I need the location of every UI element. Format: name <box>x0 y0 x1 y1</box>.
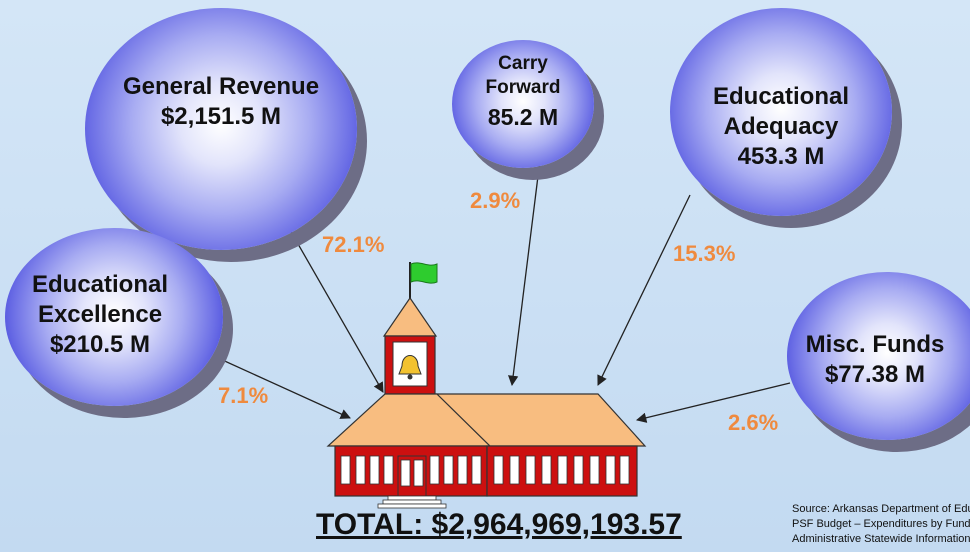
steps <box>387 495 437 501</box>
pct-educational-adequacy: 15.3% <box>673 241 736 266</box>
pct-educational-excellence: 7.1% <box>218 383 269 408</box>
window <box>557 455 568 485</box>
windows <box>340 455 630 485</box>
arrow-carry-forward <box>507 159 541 387</box>
window <box>493 455 504 485</box>
label-educational-excellence: Educational Excellence $210.5 M <box>31 271 169 358</box>
window <box>471 455 482 485</box>
pct-misc-funds: 2.6% <box>728 410 779 435</box>
arrow-misc-funds <box>635 382 791 423</box>
window <box>369 455 380 485</box>
bubble-misc-funds <box>787 272 970 440</box>
bubble-carry-forward <box>452 40 594 168</box>
schoolhouse <box>326 262 647 509</box>
window <box>573 455 584 485</box>
arrow-educational-excellence <box>217 357 351 419</box>
bubble-educational-adequacy <box>670 8 892 216</box>
flag <box>410 262 438 284</box>
window <box>340 455 351 485</box>
window <box>541 455 552 485</box>
window <box>619 455 630 485</box>
pct-general-revenue: 72.1% <box>322 232 385 257</box>
label-educational-adequacy: Educational Adequacy 453.3 M <box>712 83 850 170</box>
bubble-general-revenue <box>85 8 357 250</box>
right-roof <box>435 393 647 447</box>
window <box>429 455 440 485</box>
flow-arrows <box>217 159 791 423</box>
window <box>355 455 366 485</box>
source-note: Source: Arkansas Department of Education… <box>792 503 970 545</box>
bell-icon <box>398 355 422 375</box>
tower-roof <box>382 296 438 337</box>
label-general-revenue: General Revenue $2,151.5 M <box>122 73 320 130</box>
window <box>443 455 454 485</box>
pct-carry-forward: 2.9% <box>470 188 521 213</box>
window <box>589 455 600 485</box>
window <box>605 455 616 485</box>
bubble-educational-excellence <box>5 228 223 406</box>
arrow-general-revenue <box>289 229 384 393</box>
total-amount: TOTAL: $2,964,969,193.57 <box>316 508 682 541</box>
window <box>525 455 536 485</box>
label-misc-funds: Misc. Funds $77.38 M <box>805 331 945 388</box>
arrow-educational-adequacy <box>597 194 691 386</box>
window <box>383 455 394 485</box>
label-carry-forward: Carry Forward 85.2 M <box>485 53 561 130</box>
window <box>457 455 468 485</box>
window <box>509 455 520 485</box>
